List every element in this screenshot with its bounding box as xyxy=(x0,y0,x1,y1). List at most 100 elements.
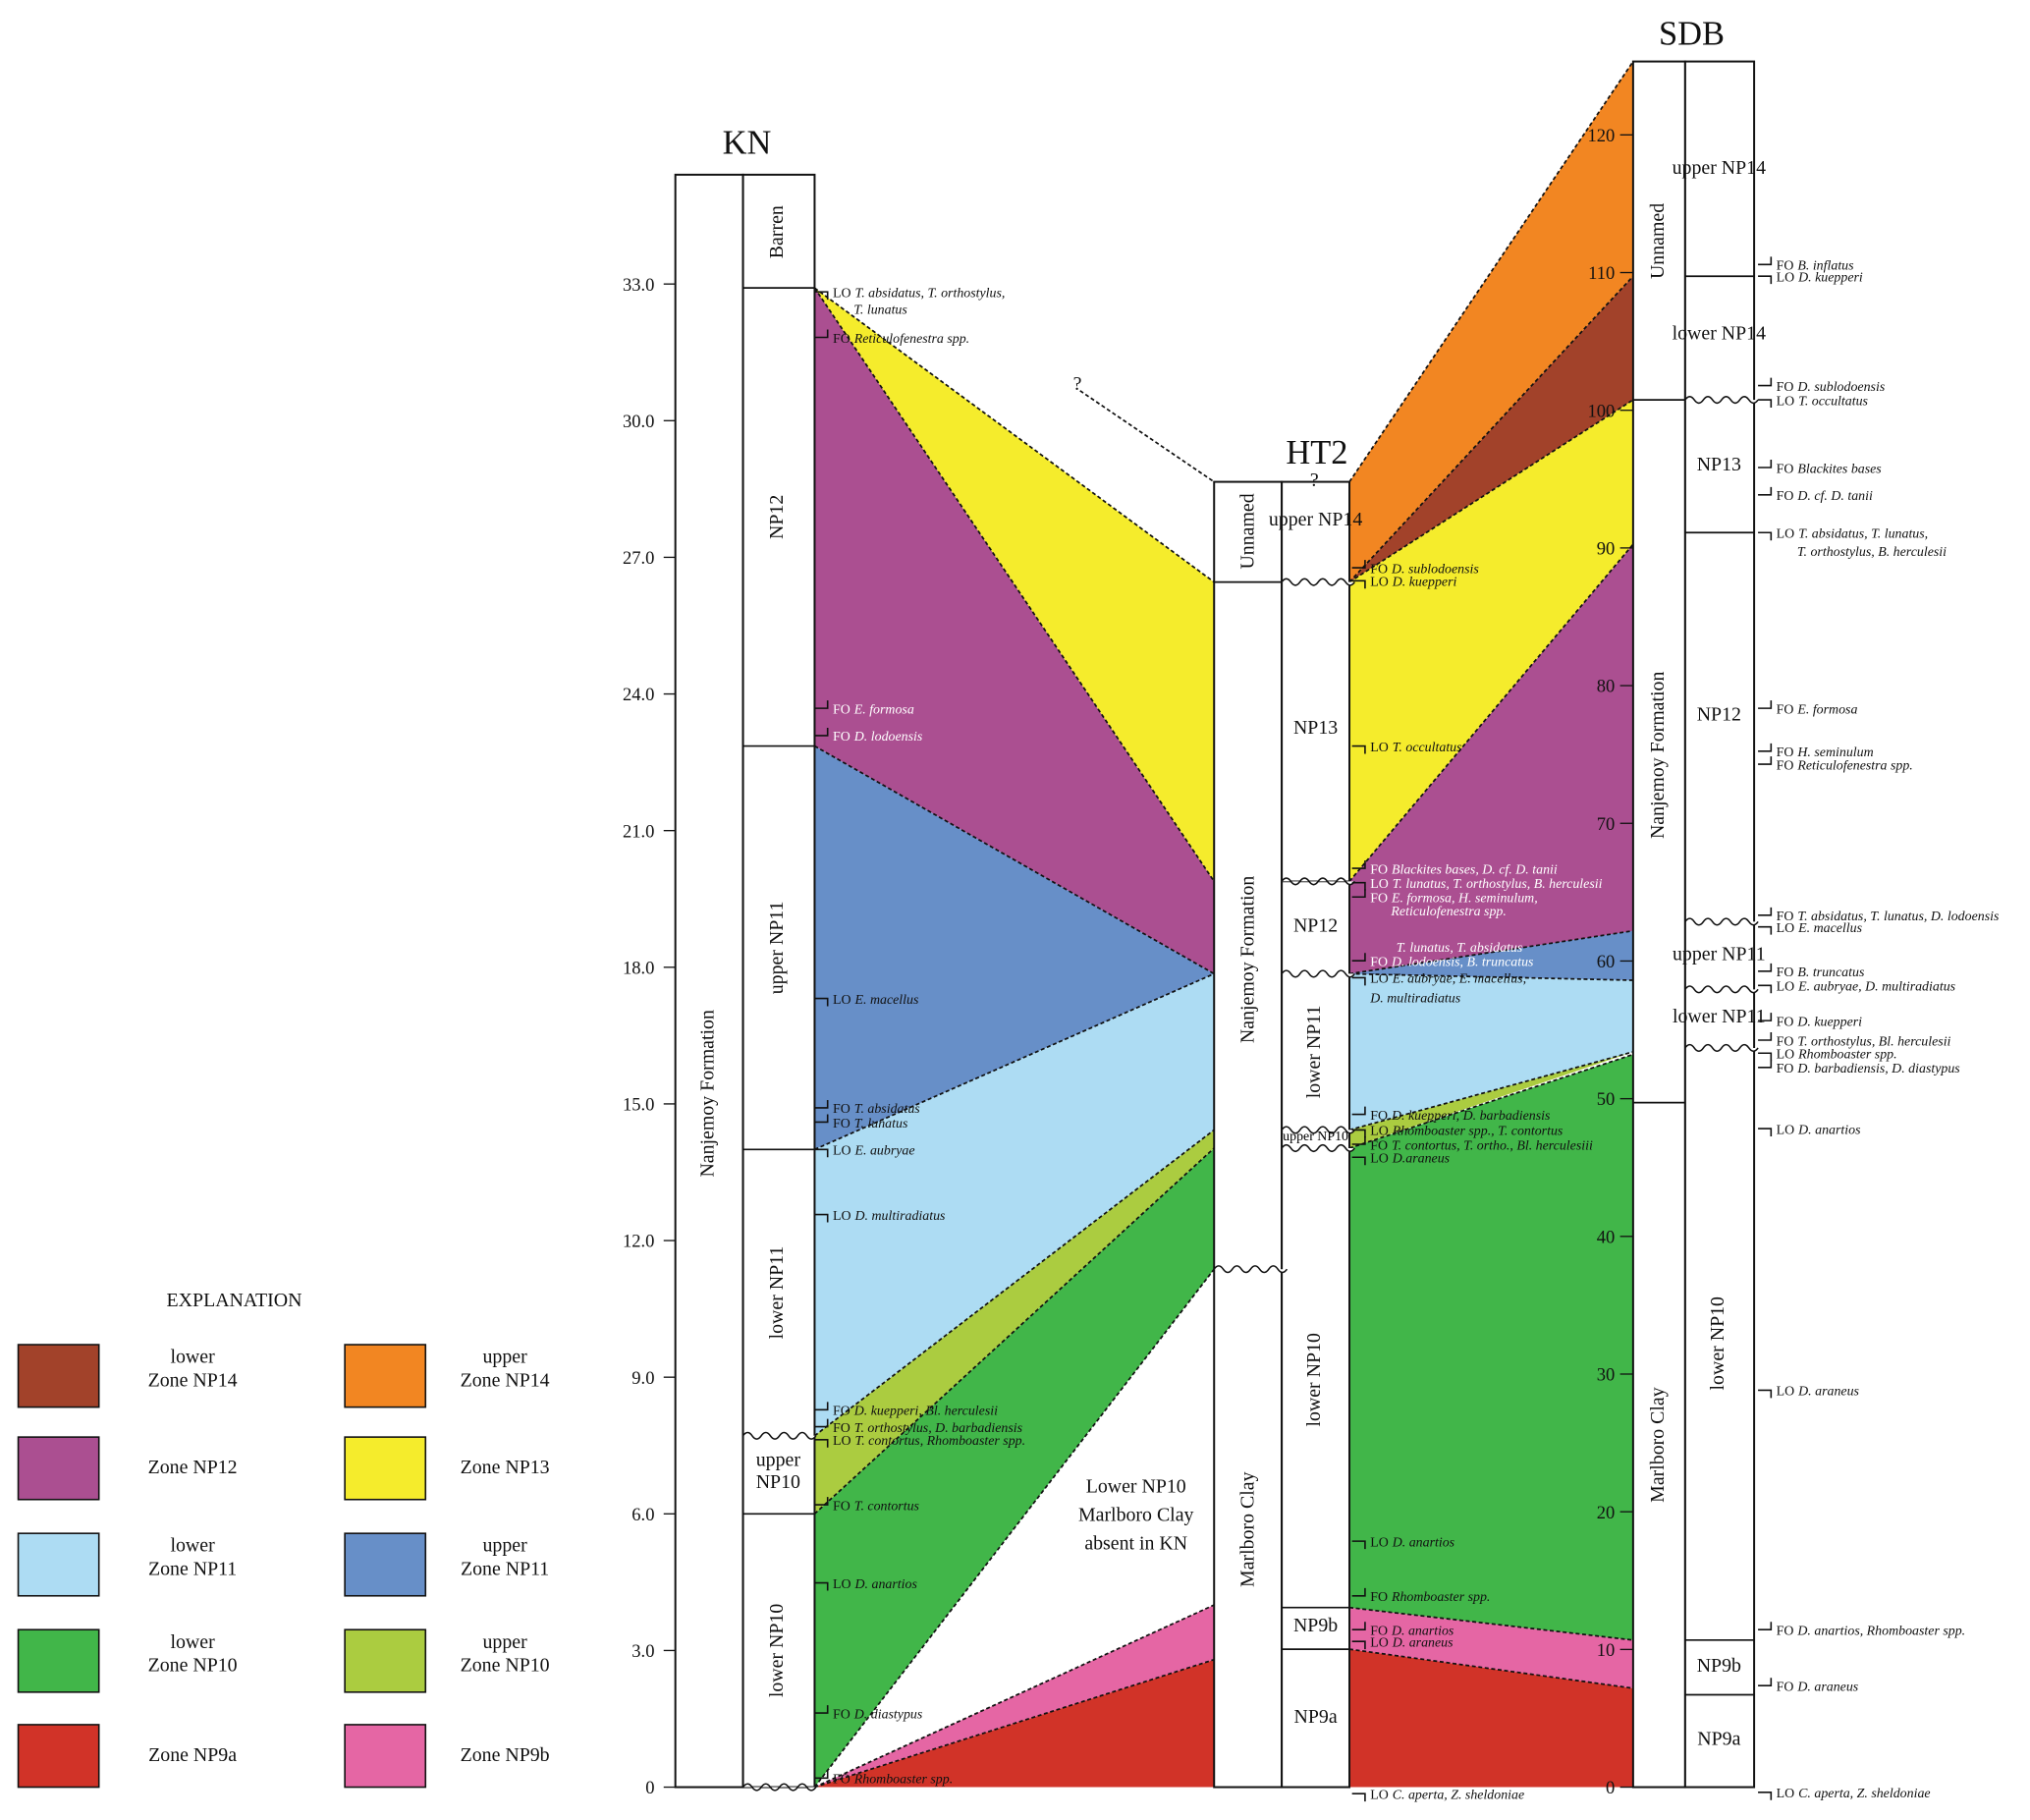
sdb-zone-label: NP9a xyxy=(1697,1728,1740,1749)
unconformity-wavy-line xyxy=(1281,969,1355,978)
datum-type: FO xyxy=(1370,562,1388,577)
legend-label: Zone NP12 xyxy=(148,1457,238,1478)
legend-label: Zone NP9a xyxy=(148,1744,237,1766)
taxa: T. lunatus, T. absidatus xyxy=(1397,941,1523,956)
taxa: Rhomboaster spp., T. contortus xyxy=(1392,1125,1564,1139)
datum-type: LO xyxy=(833,1209,851,1224)
datum-bracket xyxy=(1758,925,1773,935)
datum-bracket xyxy=(1758,531,1773,541)
datum-bracket xyxy=(814,1213,829,1223)
datum-type: FO xyxy=(1370,1625,1388,1639)
datum-type: LO xyxy=(833,1144,851,1159)
ht2-title: HT2 xyxy=(1286,434,1347,471)
unconformity-wavy-line xyxy=(1281,1126,1355,1134)
datum-bracket xyxy=(1351,579,1366,589)
taxa: D. anartios xyxy=(1392,1535,1454,1550)
sdb-depth-tick-label: 0 xyxy=(1606,1778,1615,1798)
datum-bracket xyxy=(1351,1156,1366,1166)
datum-type: LO xyxy=(1370,972,1389,987)
correlation-line xyxy=(813,1129,1215,1437)
datum-type: FO xyxy=(833,1102,850,1117)
zone-fill-np9b xyxy=(1349,1607,1633,1688)
taxa: T. lunatus xyxy=(854,1117,908,1131)
datum-type: LO xyxy=(1370,741,1389,755)
datum-bracket xyxy=(814,1099,829,1109)
kn-datum-annotation: T. lunatus xyxy=(853,303,907,318)
datum-type: FO xyxy=(1777,702,1794,717)
datum-type: FO xyxy=(1777,1034,1794,1049)
kn-depth-tick-label: 15.0 xyxy=(623,1095,654,1116)
datum-type: LO xyxy=(1777,527,1795,542)
sdb-zone-label: NP12 xyxy=(1697,704,1741,726)
datum-bracket xyxy=(1351,1587,1366,1597)
datum-type: LO xyxy=(1370,1125,1389,1139)
sdb-depth-tick-label: 70 xyxy=(1597,814,1616,835)
sdb-zone-label: NP13 xyxy=(1697,454,1741,475)
datum-type: LO xyxy=(1777,1787,1795,1801)
legend-label: upper xyxy=(482,1535,527,1557)
datum-bracket xyxy=(1758,1013,1773,1021)
correlation-line xyxy=(1079,390,1215,483)
ht2-formation-label: Unnamed xyxy=(1237,493,1259,569)
datum-bracket xyxy=(1351,1792,1366,1802)
taxa: H. seminulum xyxy=(1796,745,1873,760)
sdb-depth-tick-label: 50 xyxy=(1597,1089,1616,1110)
datum-type: FO xyxy=(1370,892,1388,907)
datum-bracket xyxy=(1351,560,1366,569)
unconformity-wavy-line xyxy=(741,1431,817,1440)
ht2-datum-annotation: T. lunatus, T. absidatus xyxy=(1397,941,1523,956)
datum-type: LO xyxy=(1777,980,1795,995)
legend-swatch-lower-np10 xyxy=(17,1628,100,1693)
zone-fill-upper-np11 xyxy=(814,745,1215,1150)
kn-depth-tick-label: 3.0 xyxy=(631,1641,654,1662)
unconformity-wavy-line xyxy=(741,1783,817,1792)
datum-bracket xyxy=(1758,1389,1773,1399)
taxa: E. aubryae xyxy=(854,1144,915,1159)
kn-title: KN xyxy=(723,125,772,162)
datum-type: FO xyxy=(833,1707,850,1722)
sdb-depth-tick-label: 110 xyxy=(1588,263,1615,284)
sdb-formation-label: Unnamed xyxy=(1647,203,1669,279)
taxa: D.araneus xyxy=(1392,1152,1450,1167)
ht2-zone-label: NP13 xyxy=(1293,717,1338,739)
correlation-line xyxy=(1348,275,1634,583)
taxa: D. araneus xyxy=(1392,1635,1454,1650)
absent-note: Lower NP10 xyxy=(1086,1475,1186,1497)
taxa: D. kuepperi xyxy=(1797,271,1863,286)
correlation-line xyxy=(814,972,1215,1151)
taxa: D. anartios, Rhomboaster spp. xyxy=(1796,1625,1965,1639)
datum-bracket xyxy=(814,1705,829,1714)
ht2-zone-label: upper NP10 xyxy=(1283,1130,1348,1144)
datum-type: LO xyxy=(1777,394,1795,409)
legend-label: upper xyxy=(482,1631,527,1653)
correlation-line xyxy=(813,287,1215,583)
taxa: D. kuepperi, Bl. herculesii xyxy=(853,1405,998,1419)
taxa: E. aubryae, E. macellus, xyxy=(1392,972,1526,987)
legend-swatch-np12 xyxy=(17,1436,100,1501)
datum-type: FO xyxy=(1370,1109,1388,1124)
datum-bracket xyxy=(1758,907,1773,916)
taxa: D. multiradiatus xyxy=(1369,992,1460,1007)
datum-type: FO xyxy=(1777,745,1794,760)
legend-label: lower xyxy=(170,1535,215,1557)
datum-type: LO xyxy=(1370,1635,1389,1650)
datum-type: FO xyxy=(833,332,850,347)
datum-bracket xyxy=(814,1438,829,1448)
datum-bracket xyxy=(814,1114,829,1124)
legend-label: lower xyxy=(170,1631,215,1653)
sdb-formation-label: Marlboro Clay xyxy=(1647,1387,1669,1503)
legend-label: Zone NP11 xyxy=(148,1559,237,1580)
